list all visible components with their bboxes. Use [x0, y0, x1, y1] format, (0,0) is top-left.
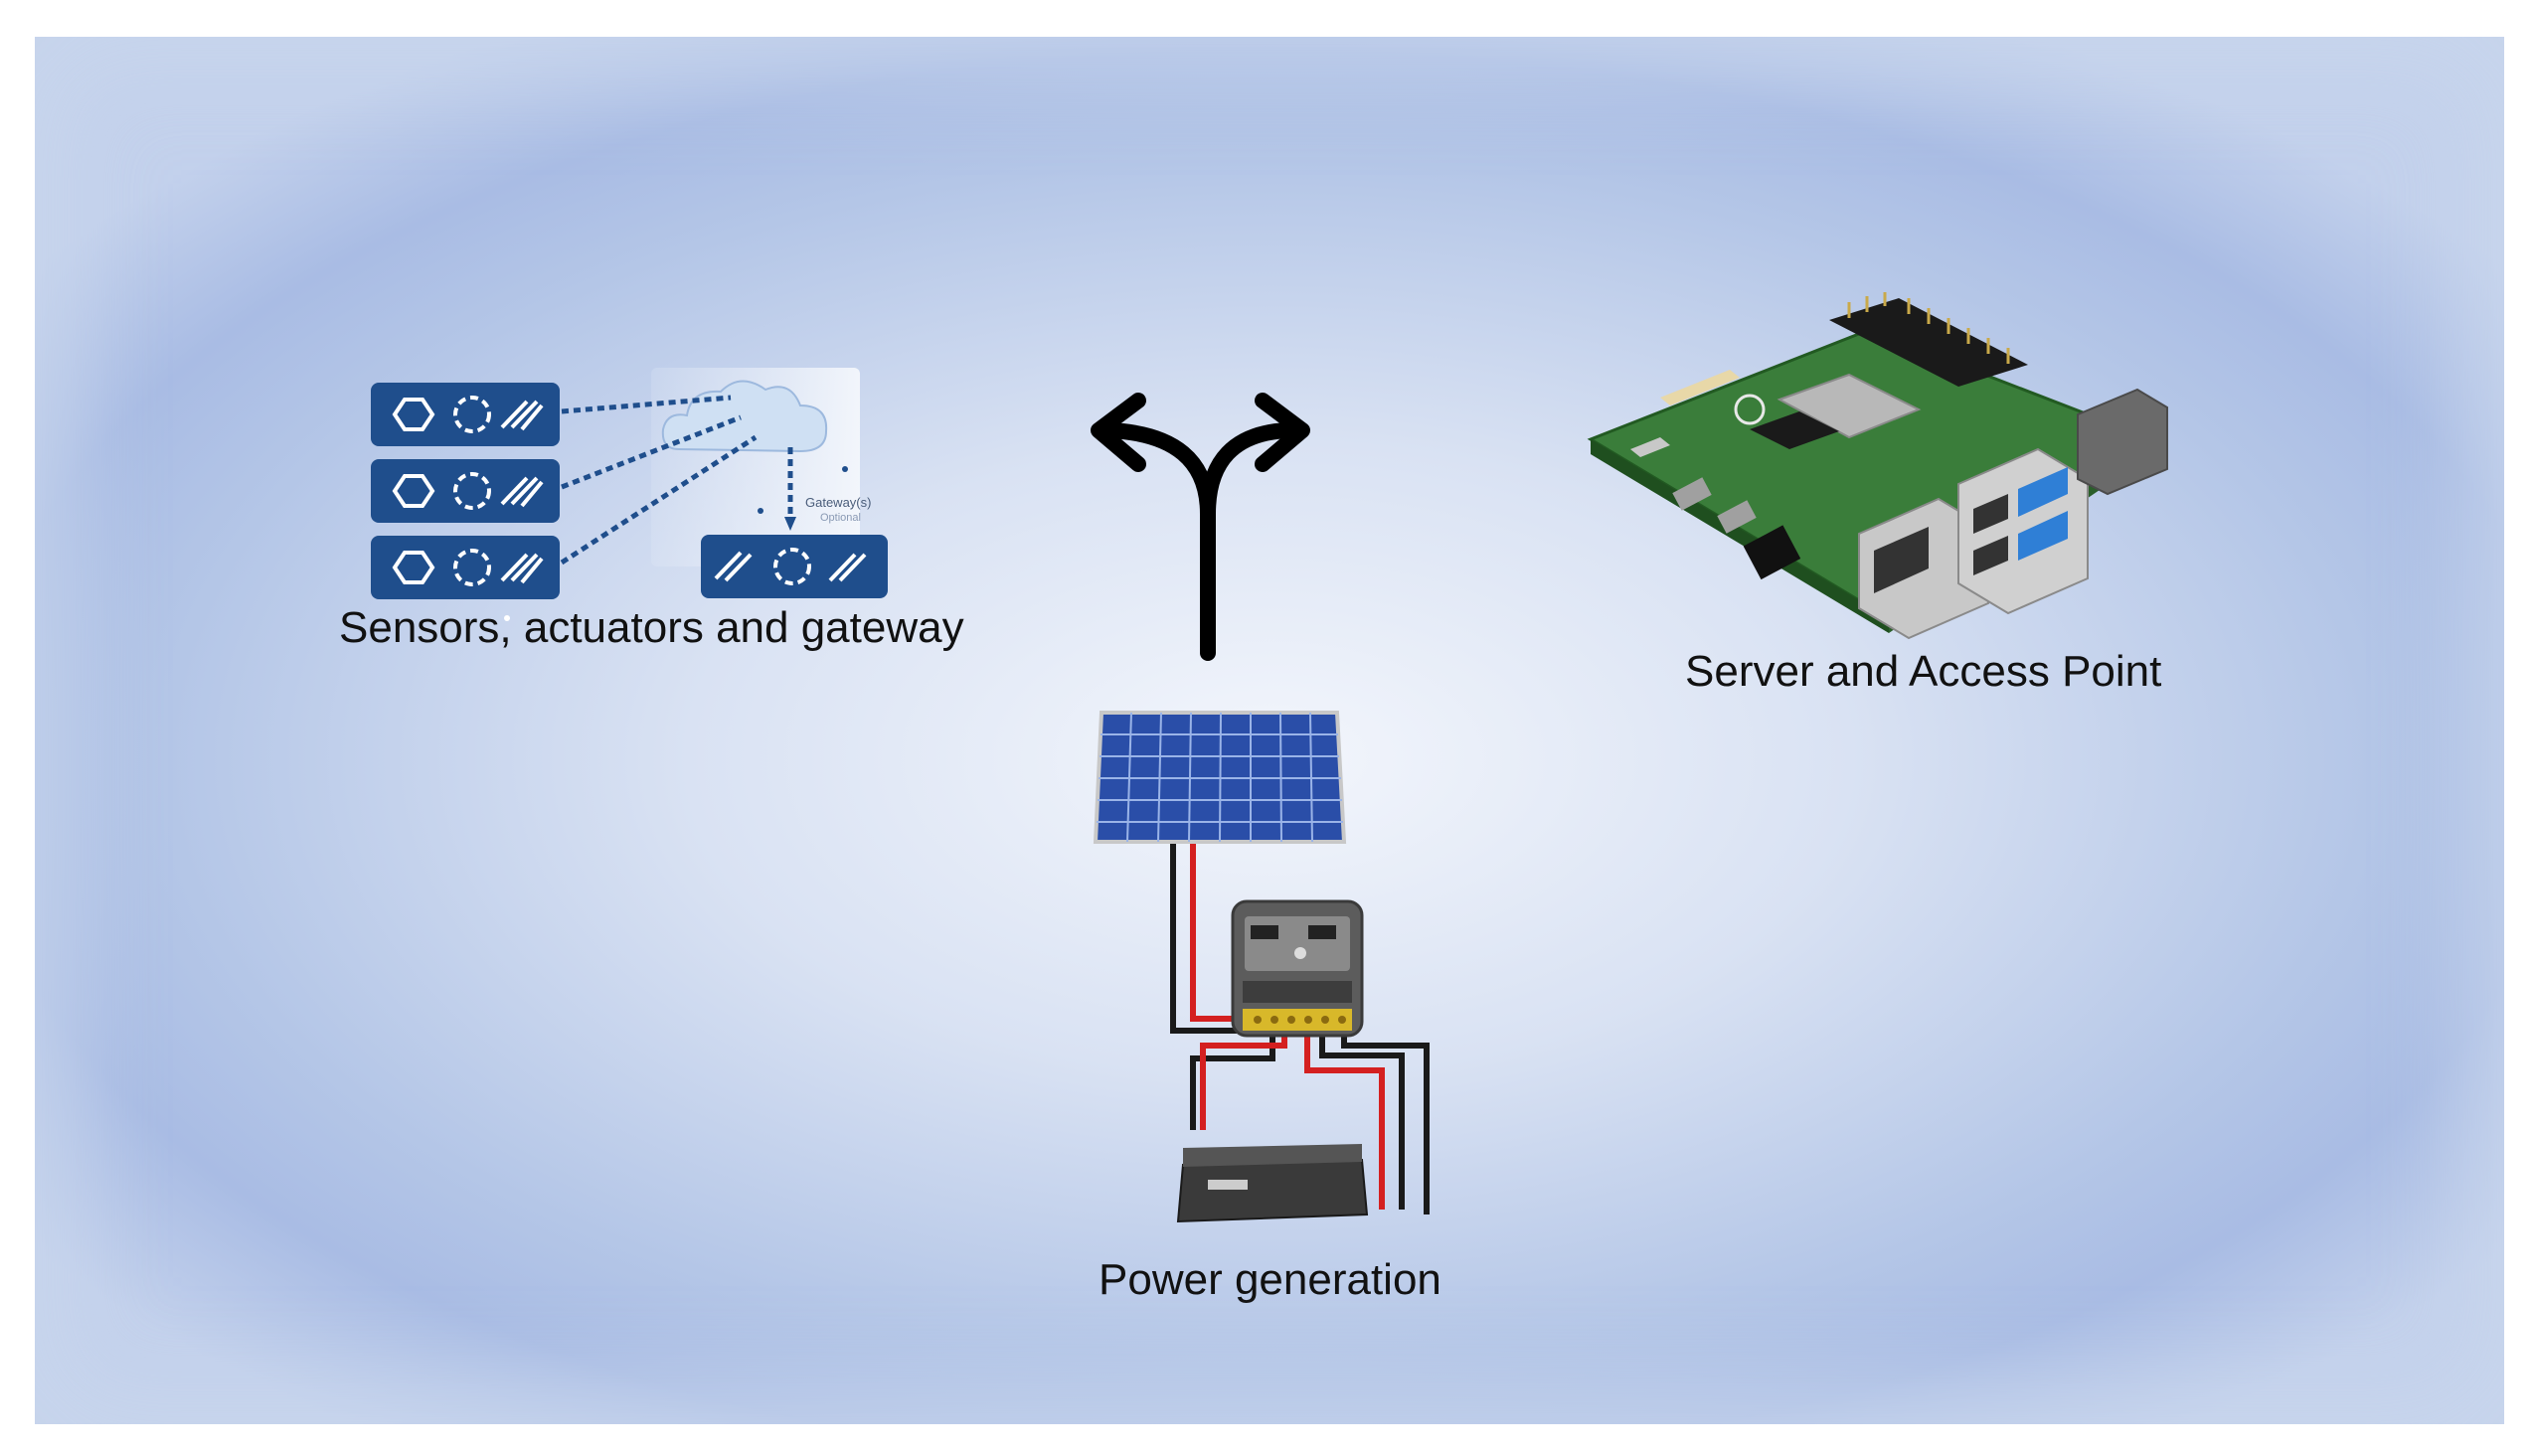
diagram-canvas: Gateway(s) Optional: [35, 37, 2504, 1424]
sensors-label: Sensors, actuators and gateway: [339, 603, 964, 652]
power-generation-illustration: [1093, 711, 1430, 1223]
power-label: Power generation: [1099, 1255, 1441, 1304]
gateway-box-line2: Optional: [820, 512, 861, 524]
gateway-box-line1: Gateway(s): [805, 495, 871, 510]
charge-controller-icon: [1231, 899, 1364, 1038]
cloud-icon: [661, 380, 828, 453]
sensors-actuators-gateway-illustration: Gateway(s) Optional: [371, 368, 888, 621]
server-label: Server and Access Point: [1685, 647, 2162, 696]
usb3-port-2: [2018, 511, 2068, 561]
sensor-links: [560, 395, 793, 566]
battery-icon: [1176, 1144, 1369, 1223]
raspberry-pi-board-icon: [1587, 292, 2168, 640]
split-arrow-icon: [1091, 393, 1310, 661]
solar-panel-icon: [1093, 711, 1347, 844]
usb3-port-1: [2018, 467, 2068, 517]
